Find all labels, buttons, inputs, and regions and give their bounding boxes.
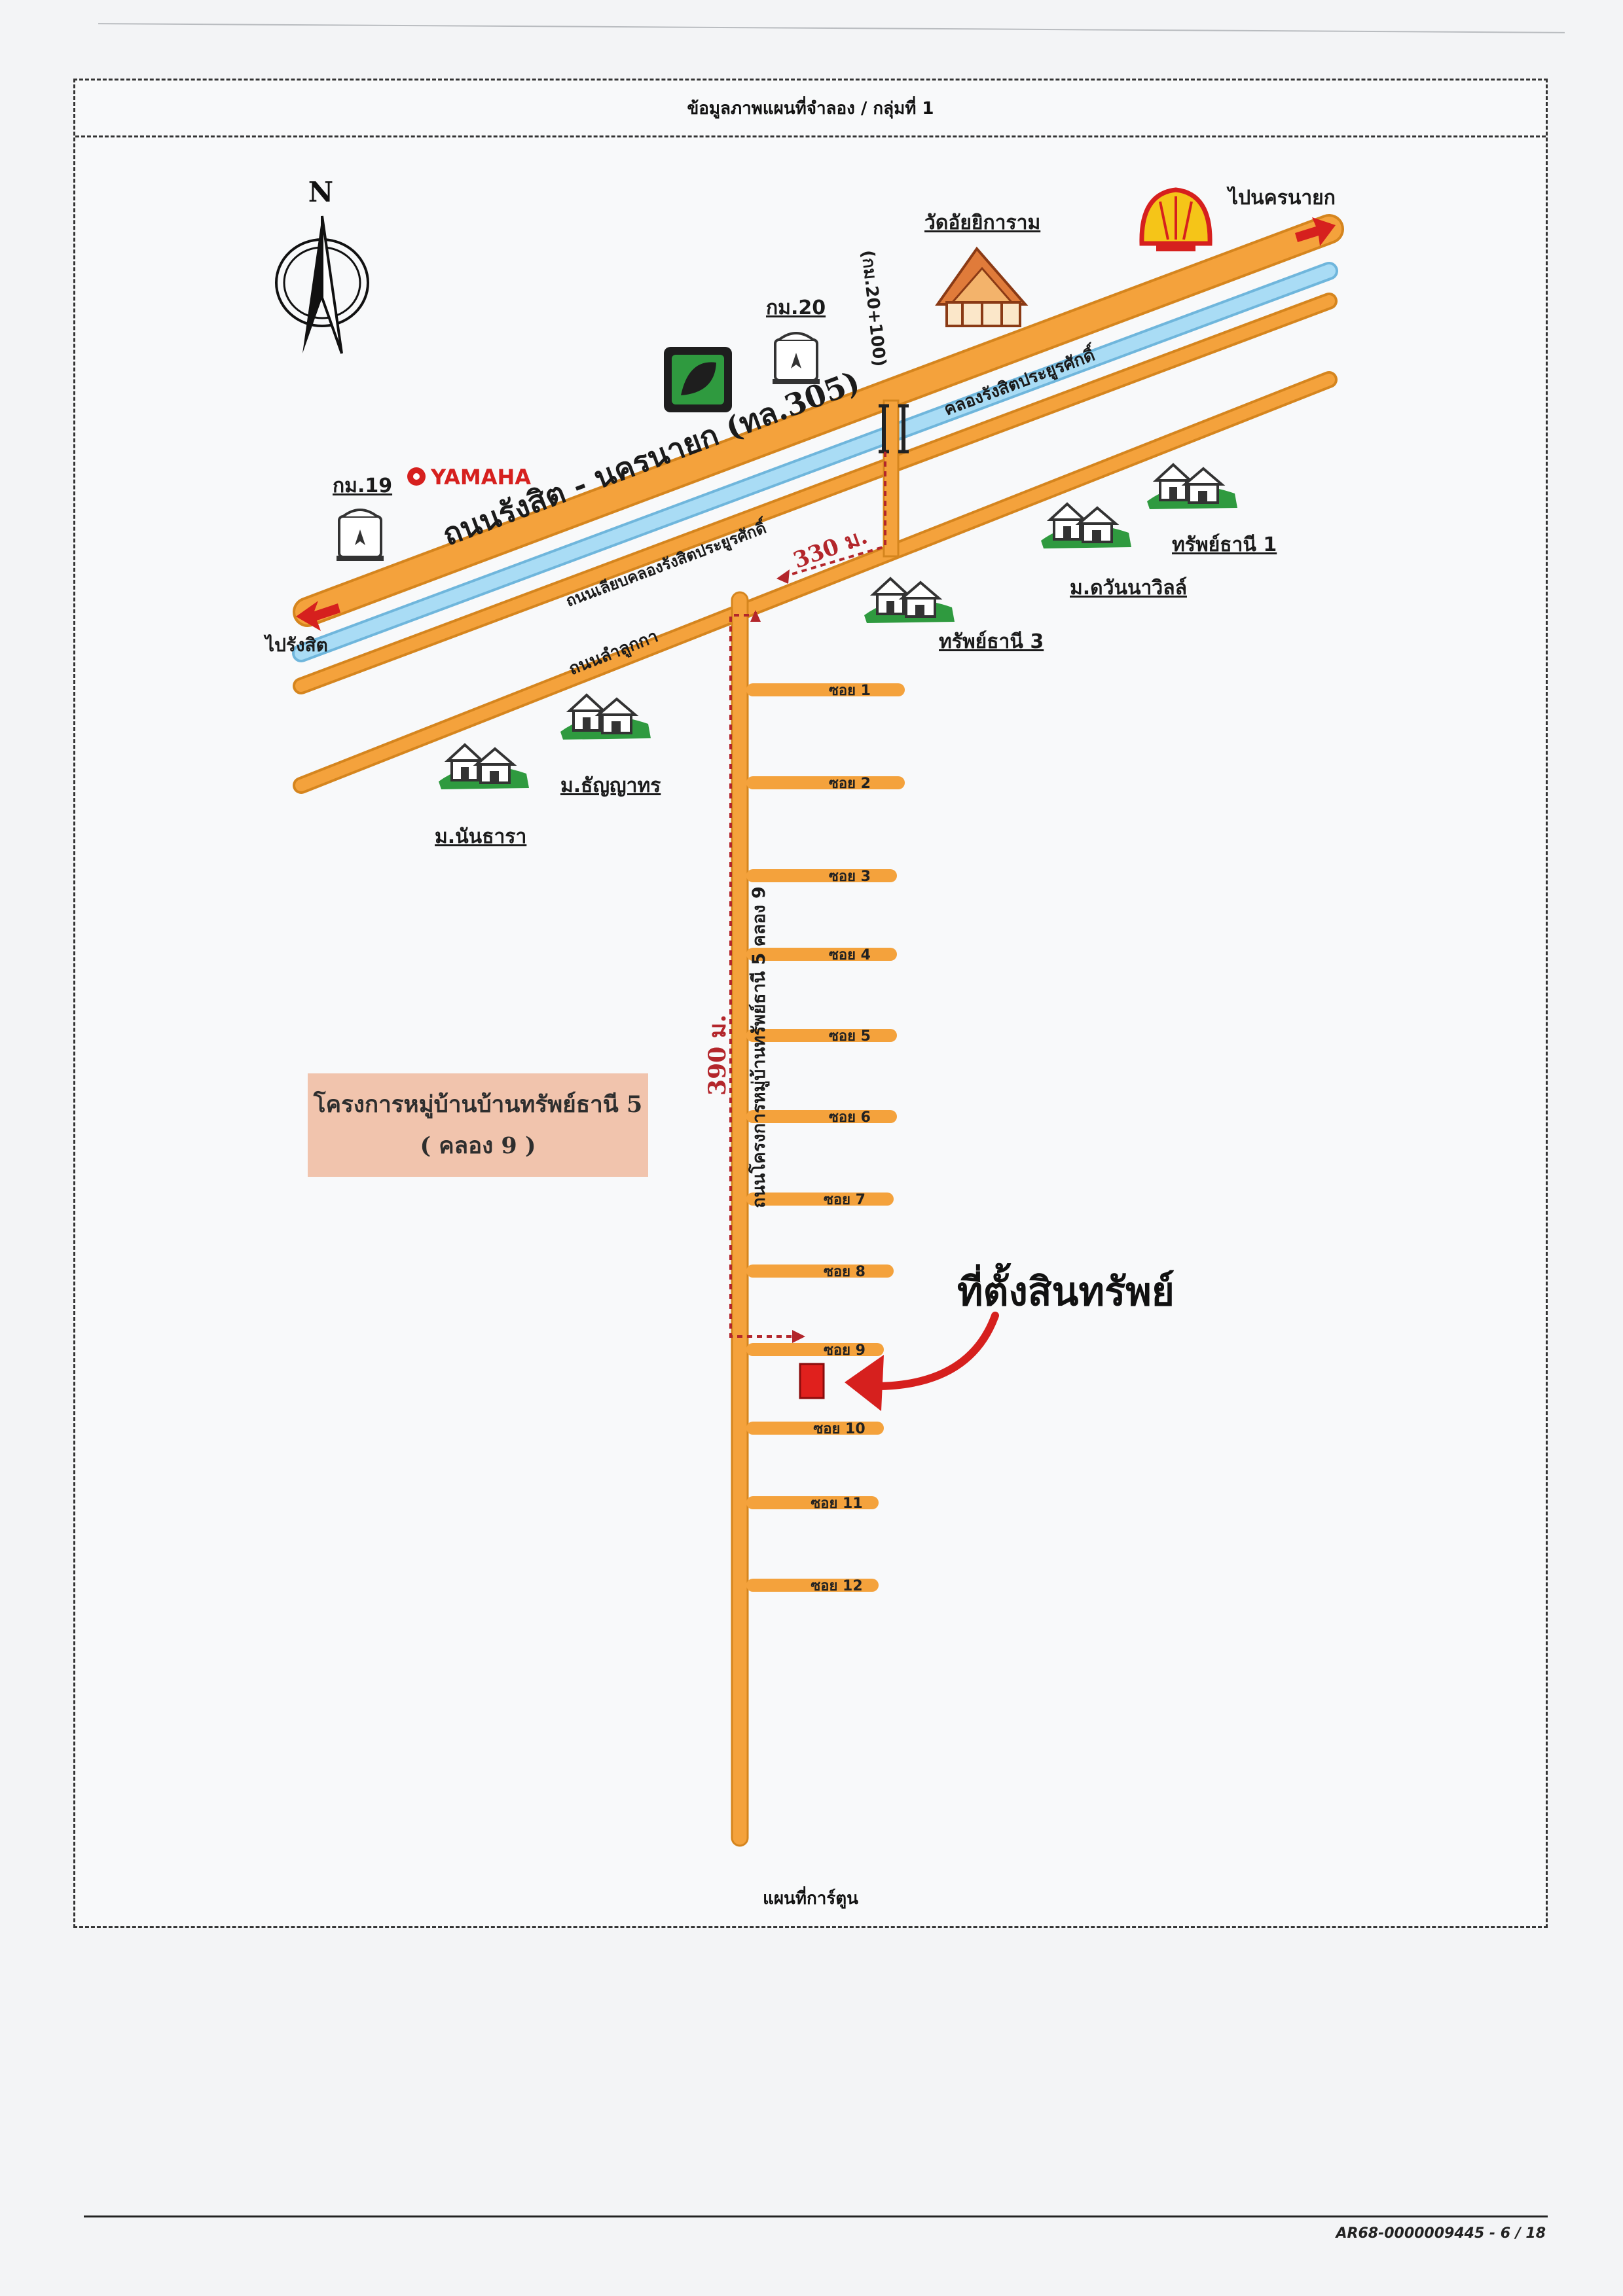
soi-label: ซอย 11 [811, 1496, 862, 1512]
soi-label: ซอย 2 [829, 776, 871, 792]
distance-arrow-icon [792, 1330, 805, 1343]
north-arrow-icon: N [275, 176, 369, 354]
project-name-line2: ( คลอง 9 ) [420, 1132, 536, 1159]
map-caption: แผนที่การ์ตูน [763, 1889, 858, 1909]
header-title: ข้อมูลภาพแผนที่จำลอง / กลุ่มที่ 1 [687, 98, 934, 118]
to-nakhon-nayok-label: ไปนครนายก [1226, 186, 1336, 209]
connector-road [883, 399, 900, 558]
bridge-icon [879, 404, 909, 454]
soi-label: ซอย 5 [829, 1028, 871, 1045]
village-label-nanthara: ม.นันธารา [435, 825, 526, 848]
distance-arrow-icon [776, 569, 790, 584]
property-marker [799, 1363, 825, 1399]
village-icon [1146, 463, 1239, 511]
km-point-label: (กม.20+100) [858, 249, 890, 368]
village-label-chawan-villa: ม.ดวันนาวิลล์ [1070, 577, 1187, 600]
soi-label: ซอย 8 [824, 1264, 866, 1280]
project-road [731, 591, 749, 1847]
property-pointer-arrowhead-icon [845, 1355, 884, 1411]
bottom-rule [84, 2215, 1548, 2217]
distance-label-390: 390 ม. [704, 1014, 731, 1096]
north-label: N [308, 176, 333, 208]
yamaha-label: YAMAHA [430, 465, 531, 490]
shell-logo-icon [1139, 187, 1213, 251]
to-rangsit-label: ไปรังสิต [263, 634, 328, 656]
project-name-line1: โครงการหมู่บ้านบ้านทรัพย์ธานี 5 [313, 1091, 643, 1118]
yamaha-logo-icon [407, 467, 426, 486]
document-id: AR68-0000009445 - 6 / 18 [1336, 2225, 1546, 2242]
temple-label: วัดอัยยิการาม [924, 211, 1040, 234]
soi-label: ซอย 6 [829, 1109, 871, 1126]
soi-label: ซอย 4 [829, 947, 871, 963]
header-bar: ข้อมูลภาพแผนที่จำลอง / กลุ่มที่ 1 [75, 81, 1546, 137]
property-pointer-arrow-icon [867, 1312, 999, 1391]
soi-branches [746, 683, 905, 1592]
arrow-to-rangsit-icon [296, 601, 340, 631]
village-label-sap-thani-3: ทรัพย์ธานี 3 [939, 630, 1044, 653]
village-icon [1040, 503, 1133, 550]
project-name-box: โครงการหมู่บ้านบ้านทรัพย์ธานี 5 ( คลอง 9… [308, 1073, 648, 1177]
project-road-label: ถนนโครงการหมู่บ้านทรัพย์ธานี 5 คลอง 9 [748, 886, 770, 1208]
km20-label: กม.20 [766, 296, 826, 319]
village-icon [437, 744, 530, 791]
village-icon [863, 577, 956, 624]
km19-post-icon [335, 509, 385, 562]
km20-post-icon [771, 332, 821, 386]
distance-path-330 [785, 452, 886, 577]
temple-icon [935, 246, 1029, 327]
distance-arrow-icon [750, 610, 761, 622]
soi-label: ซอย 3 [829, 869, 871, 885]
km19-label: กม.19 [333, 475, 392, 497]
soi-label: ซอย 9 [824, 1342, 866, 1359]
village-label-sap-thani-1: ทรัพย์ธานี 1 [1172, 533, 1277, 556]
gas-station-logo-icon [664, 347, 732, 412]
soi-label: ซอย 1 [829, 683, 871, 699]
soi-label: ซอย 10 [813, 1421, 865, 1437]
property-location-label: ที่ตั้งสินทรัพย์ [957, 1263, 1175, 1315]
village-icon [559, 694, 652, 741]
soi-label: ซอย 12 [811, 1578, 862, 1594]
arrow-to-nakhon-nayok-icon [1295, 217, 1336, 246]
soi-label: ซอย 7 [824, 1192, 866, 1208]
village-label-thanyathon: ม.ธัญญาทร [560, 774, 661, 797]
